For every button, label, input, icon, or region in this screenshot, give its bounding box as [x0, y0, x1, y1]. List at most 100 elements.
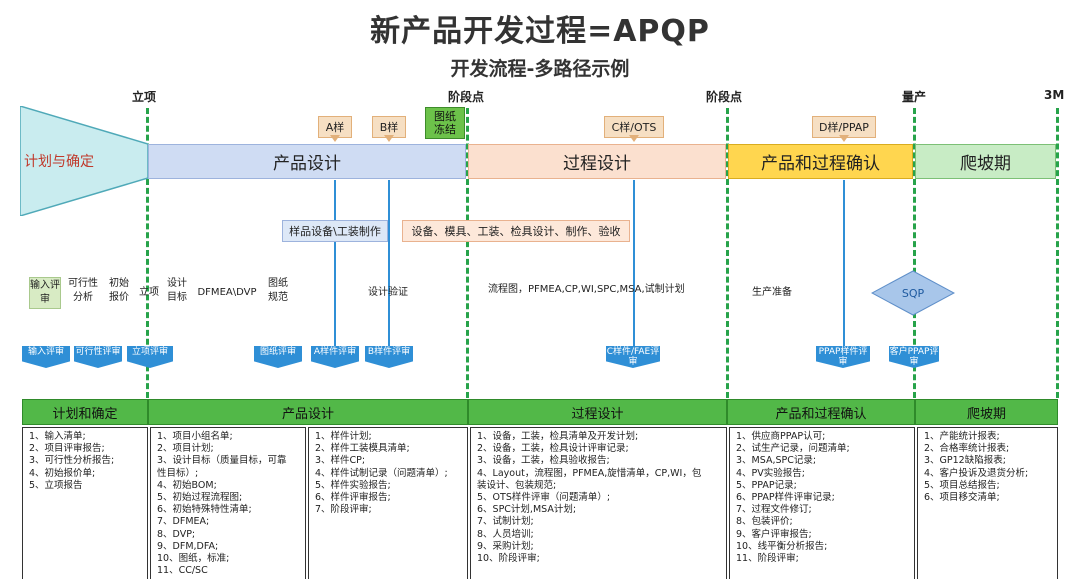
milestone-gate-1: 阶段点: [448, 90, 485, 104]
activity-input-review: 输入评审: [29, 277, 61, 309]
review-feasibility: 可行性评审: [74, 346, 122, 368]
phase-process-design: 过程设计: [468, 144, 726, 179]
list-item: 7、试制计划;: [477, 516, 534, 528]
tag-c-sample-ots: C样/OTS: [604, 116, 664, 138]
deliverables-plan: 1、输入清单; 2、项目评审报告; 3、可行性分析报告; 4、初始报价单; 5、…: [22, 427, 148, 579]
tag-c-pointer: [629, 135, 639, 142]
subtitle: 开发流程-多路径示例: [450, 58, 630, 80]
activity-production-prep: 生产准备: [752, 287, 792, 298]
tag-d-sample-ppap: D样/PPAP: [812, 116, 876, 138]
tag-b-pointer: [384, 135, 394, 142]
deliverables-process: 1、设备，工装，检具清单及开发计划; 2、设备，工装，检具设计评审记录; 3、设…: [470, 427, 727, 579]
review-kickoff: 立项评审: [127, 346, 173, 368]
list-item: 1、供应商PPAP认可;: [736, 431, 826, 442]
list-item: 2、设备，工装，检具设计评审记录;: [477, 443, 629, 455]
milestone-line-gate-2: [726, 108, 729, 398]
milestone-sop: 量产: [902, 90, 927, 104]
list-item: 1、项目小组名单;: [157, 431, 233, 442]
list-item: 3、设备，工装，检具验收报告;: [477, 455, 610, 467]
phase-validation: 产品和过程确认: [728, 144, 913, 179]
deliverables-design-b: 1、样件计划; 2、样件工装模具清单; 3、样件CP; 4、样件试制记录（问题清…: [308, 427, 468, 579]
list-item: 4、PV实验报告;: [736, 467, 805, 479]
list-item: 3、样件CP;: [315, 455, 366, 467]
list-item: 性目标）;: [157, 467, 199, 479]
list-item: 6、项目移交清单;: [924, 492, 1000, 504]
list-item: 6、SPC计划,MSA计划;: [477, 504, 577, 516]
list-item: 3、可行性分析报告;: [29, 455, 115, 467]
bottom-head-plan: 计划和确定: [22, 399, 148, 425]
list-item: 5、PPAP记录;: [736, 479, 797, 491]
bottom-head-design: 产品设计: [148, 399, 468, 425]
milestone-gate-2: 阶段点: [706, 90, 743, 104]
activity-sqp-label: SQP: [901, 287, 925, 300]
activity-kickoff: 立项: [139, 287, 159, 298]
list-item: 11、阶段评审;: [736, 553, 799, 565]
review-line-c: [633, 180, 635, 346]
tag-sample-tooling: 样品设备\工装制作: [282, 220, 388, 242]
bottom-head-process: 过程设计: [468, 399, 727, 425]
list-item: 6、PPAP样件评审记录;: [736, 492, 835, 504]
milestone-line-kickoff: [146, 108, 149, 398]
activity-design-verification: 设计验证: [368, 287, 408, 298]
list-item: 3、MSA,SPC记录;: [736, 455, 817, 467]
review-drawing: 图纸评审: [254, 346, 302, 368]
list-item: 9、客户评审报告;: [736, 528, 812, 540]
list-item: 7、DFMEA;: [157, 516, 210, 528]
milestone-3m: 3M: [1044, 88, 1065, 102]
activity-dfmea-dvp: DFMEA\DVP: [197, 287, 257, 298]
milestone-kickoff: 立项: [132, 90, 157, 104]
tag-equipment-tooling: 设备、模具、工装、检具设计、制作、验收: [402, 220, 630, 242]
review-line-b: [388, 180, 390, 346]
list-item: 5、初始过程流程图;: [157, 492, 243, 504]
activity-process-docs: 流程图，PFMEA,CP,WI,SPC,MSA,试制计划: [488, 284, 685, 295]
list-item: 装设计、包装规范;: [477, 479, 557, 491]
activity-drawing-spec: 图纸规范: [268, 278, 288, 303]
list-item: 4、Layout，流程图，PFMEA,旋惜清单，CP,WI，包: [477, 467, 702, 479]
list-item: 1、设备，工装，检具清单及开发计划;: [477, 431, 639, 442]
list-item: 4、初始报价单;: [29, 467, 96, 479]
milestone-line-sop: [913, 108, 916, 398]
list-item: 2、合格率统计报表;: [924, 443, 1010, 455]
list-item: 6、初始特殊特性清单;: [157, 504, 252, 516]
plan-phase-triangle: [20, 106, 148, 216]
list-item: 5、立项报告: [29, 479, 83, 491]
list-item: 4、样件试制记录（问题清单）;: [315, 467, 448, 479]
review-ppap-sample: PPAP样件评审: [816, 346, 870, 368]
milestone-line-gate-1: [466, 108, 469, 398]
bottom-head-ramp: 爬坡期: [915, 399, 1058, 425]
phase-plan-label: 计划与确定: [24, 154, 94, 170]
list-item: 7、阶段评审;: [315, 504, 372, 516]
phase-product-design: 产品设计: [148, 144, 466, 179]
activity-feasibility: 可行性分析: [68, 278, 98, 303]
list-item: 7、过程文件修订;: [736, 504, 812, 516]
tag-a-pointer: [330, 135, 340, 142]
list-item: 8、DVP;: [157, 528, 196, 540]
list-item: 10、阶段评审;: [477, 553, 540, 565]
list-item: 10、图纸，标准;: [157, 553, 230, 565]
bottom-head-validation: 产品和过程确认: [727, 399, 915, 425]
activity-initial-quote: 初始报价: [109, 278, 129, 303]
review-input: 输入评审: [22, 346, 70, 368]
list-item: 5、项目总结报告;: [924, 479, 1000, 491]
list-item: 3、GP12缺陷报表;: [924, 455, 1006, 467]
sqp-diamond: [871, 270, 955, 316]
deliverables-validation: 1、供应商PPAP认可; 2、试生产记录，问题清单; 3、MSA,SPC记录; …: [729, 427, 915, 579]
review-line-d: [843, 180, 845, 346]
list-item: 2、项目评审报告;: [29, 443, 105, 455]
deliverables-design-a: 1、项目小组名单; 2、项目计划; 3、设计目标（质量目标，可靠 性目标）; 4…: [150, 427, 306, 579]
review-customer-ppap: 客户PPAP评审: [889, 346, 939, 368]
list-item: 6、样件评审报告;: [315, 492, 391, 504]
list-item: 5、样件实验报告;: [315, 479, 391, 491]
list-item: 2、样件工装模具清单;: [315, 443, 410, 455]
list-item: 4、初始BOM;: [157, 479, 217, 491]
review-line-a: [334, 180, 336, 346]
list-item: 10、线平衡分析报告;: [736, 540, 828, 552]
milestone-line-3m: [1056, 108, 1059, 398]
tag-d-pointer: [839, 135, 849, 142]
activity-design-target: 设计目标: [167, 278, 187, 303]
review-b-sample: B样件评审: [365, 346, 413, 368]
main-title: 新产品开发过程=APQP: [370, 14, 710, 49]
review-c-sample-fae: C样件/FAE评审: [606, 346, 660, 368]
list-item: 4、客户投诉及退货分析;: [924, 467, 1029, 479]
deliverables-ramp: 1、产能统计报表; 2、合格率统计报表; 3、GP12缺陷报表; 4、客户投诉及…: [917, 427, 1058, 579]
